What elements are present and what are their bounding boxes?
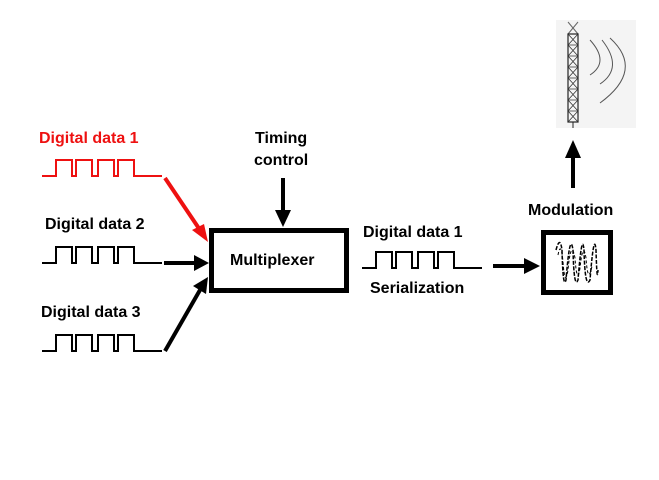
output-label: Digital data 1: [363, 224, 463, 241]
square-wave-input-2: [42, 246, 162, 264]
arrow-timing: [275, 178, 291, 227]
timing-control-label: Timing control: [254, 128, 308, 172]
input-2-label: Digital data 2: [45, 216, 145, 233]
arrow-to-modulator: [493, 258, 540, 274]
antenna-tower-icon: [556, 20, 636, 128]
serialization-label: Serialization: [370, 280, 465, 297]
arrow-input-2: [164, 255, 209, 271]
timing-line1: Timing: [255, 130, 308, 147]
modulation-label: Modulation: [528, 202, 614, 219]
arrow-to-antenna: [565, 140, 581, 188]
input-1-label: Digital data 1: [39, 130, 139, 147]
timing-line2: control: [254, 152, 309, 169]
modulator-box: [541, 230, 613, 295]
arrow-input-3: [163, 277, 208, 352]
multiplexer-label: Multiplexer: [230, 252, 315, 269]
multiplexer-box: Multiplexer: [209, 228, 349, 293]
square-wave-input-1: [42, 159, 162, 177]
square-wave-input-3: [42, 334, 162, 352]
sine-wave-icon: [555, 241, 599, 283]
square-wave-output: [362, 251, 482, 269]
input-3-label: Digital data 3: [41, 304, 141, 321]
arrow-input-1: [163, 176, 208, 242]
